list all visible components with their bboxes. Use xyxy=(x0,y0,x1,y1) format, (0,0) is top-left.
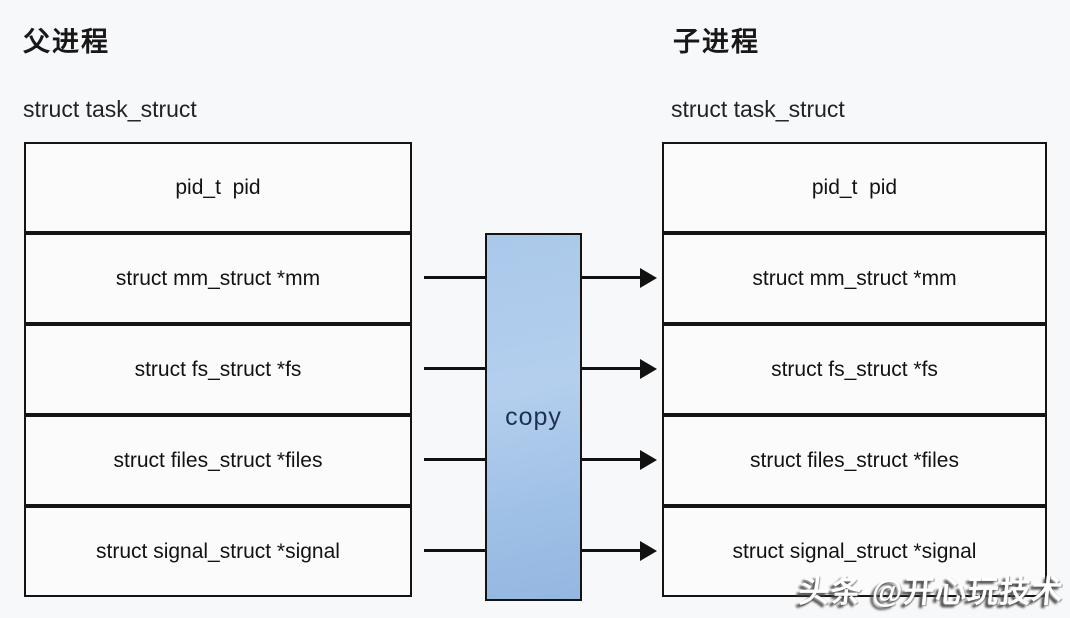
arrow-line-files-in xyxy=(424,458,485,461)
arrow-line-mm-in xyxy=(424,276,485,279)
arrow-head-files-icon xyxy=(640,450,657,470)
child-field-pid: pid_t pid xyxy=(662,142,1047,233)
parent-field-pid: pid_t pid xyxy=(24,142,412,233)
child-process-title: 子进程 xyxy=(673,27,760,57)
arrow-head-fs-icon xyxy=(640,359,657,379)
parent-field-fs: struct fs_struct *fs xyxy=(24,324,412,415)
parent-process-title: 父进程 xyxy=(23,27,110,57)
parent-field-signal: struct signal_struct *signal xyxy=(24,506,412,597)
child-field-fs: struct fs_struct *fs xyxy=(662,324,1047,415)
parent-task-struct-table: pid_t pid struct mm_struct *mm struct fs… xyxy=(24,142,412,597)
child-field-signal: struct signal_struct *signal xyxy=(662,506,1047,597)
child-field-files: struct files_struct *files xyxy=(662,415,1047,506)
arrow-line-signal-out xyxy=(582,549,642,552)
copy-box: copy xyxy=(485,233,582,601)
copy-box-label: copy xyxy=(505,402,562,431)
child-struct-label: struct task_struct xyxy=(671,96,845,122)
arrow-line-signal-in xyxy=(424,549,485,552)
parent-struct-label: struct task_struct xyxy=(23,96,197,122)
arrow-line-fs-out xyxy=(582,367,642,370)
child-field-mm: struct mm_struct *mm xyxy=(662,233,1047,324)
parent-field-mm: struct mm_struct *mm xyxy=(24,233,412,324)
watermark: 头条 @开心玩技术 xyxy=(797,574,1066,609)
child-task-struct-table: pid_t pid struct mm_struct *mm struct fs… xyxy=(662,142,1047,597)
arrow-line-files-out xyxy=(582,458,642,461)
arrow-head-signal-icon xyxy=(640,541,657,561)
arrow-line-fs-in xyxy=(424,367,485,370)
parent-field-files: struct files_struct *files xyxy=(24,415,412,506)
arrow-line-mm-out xyxy=(582,276,642,279)
arrow-head-mm-icon xyxy=(640,268,657,288)
